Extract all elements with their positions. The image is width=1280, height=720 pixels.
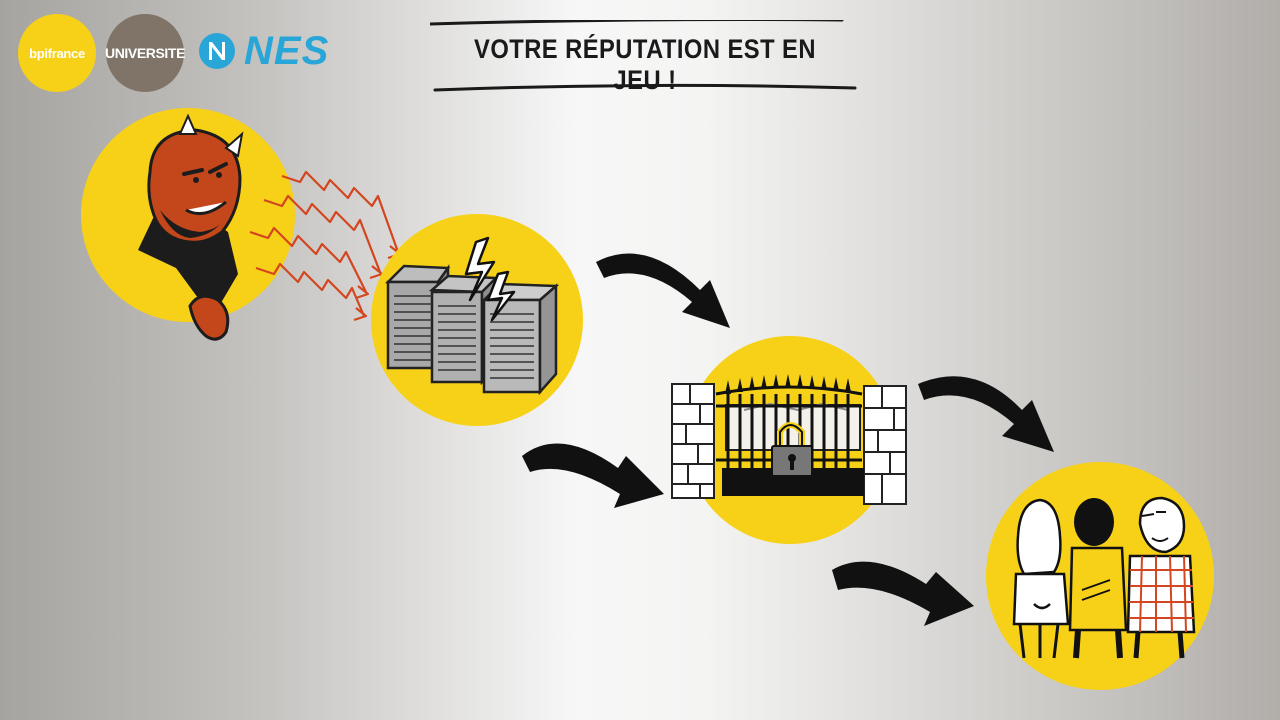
universite-logo-text: UNIVERSITE <box>105 45 186 61</box>
title-banner: VOTRE RÉPUTATION EST EN JEU ! <box>430 20 860 95</box>
flow-arrow-icon <box>522 253 1054 626</box>
nes-logo-text: NES <box>244 28 330 73</box>
bpifrance-logo-text: bpifrance <box>29 45 85 61</box>
title-underlines <box>430 20 857 92</box>
locked-gate-icon <box>671 336 907 544</box>
lightning-icon <box>464 236 516 322</box>
devil-hacker-icon <box>81 108 295 341</box>
servers-icon <box>371 214 583 426</box>
padlock-icon <box>771 422 813 477</box>
bpifrance-logo: bpifrance <box>18 14 96 92</box>
page-title: VOTRE RÉPUTATION EST EN JEU ! <box>474 34 816 95</box>
universite-logo: UNIVERSITE <box>105 14 186 92</box>
nes-circle-icon <box>199 33 235 69</box>
nes-logo: NES <box>198 28 329 74</box>
people-group-icon <box>986 462 1214 690</box>
